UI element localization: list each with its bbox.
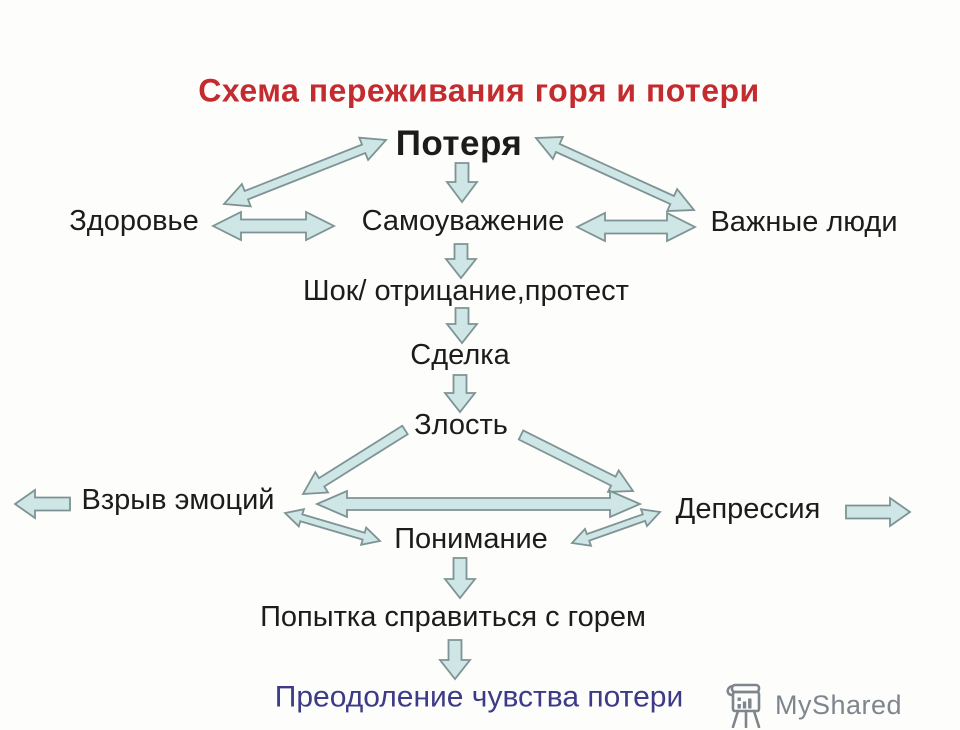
presentation-easel-chart-icon <box>726 683 761 728</box>
node-vzryv-emotsiy: Взрыв эмоций <box>81 484 275 517</box>
node-zlost: Злость <box>414 409 508 442</box>
node-popytka: Попытка справиться с горем <box>260 601 646 634</box>
node-samouvazhenie: Самоуважение <box>361 205 565 238</box>
arrow-vzryv-ponimanie <box>283 508 382 546</box>
arrow-zlost-vzryv <box>301 424 409 495</box>
node-preodolenie: Преодоление чувства потери <box>274 680 684 714</box>
arrow-zdorovye-samo <box>210 210 337 242</box>
arrow-shok-sdelka <box>445 307 479 345</box>
node-vazhnye-lyudi: Важные люди <box>710 206 898 239</box>
arrow-sdelka-zlost <box>443 374 477 414</box>
arrow-poterya-vazhnye <box>534 136 696 212</box>
node-depressiya: Депрессия <box>675 493 821 526</box>
diagram-title: Схема переживания горя и потери <box>198 72 760 109</box>
node-shok: Шок/ отрицание,протест <box>303 275 629 308</box>
arrow-samo-shok <box>444 243 478 280</box>
arrow-samo-vazhnye <box>574 211 698 243</box>
arrow-zlost-depressiya <box>517 429 635 493</box>
node-zdorovye: Здоровье <box>69 205 199 238</box>
arrow-poterya-down <box>445 162 479 204</box>
node-ponimanie: Понимание <box>394 523 548 556</box>
arrow-popytka-down <box>438 639 472 681</box>
arrow-vzryv-out-left <box>13 488 71 520</box>
arrow-depressiya-out-right <box>845 496 912 528</box>
arrow-ponimanie-down <box>443 557 477 600</box>
arrow-ponimanie-depressiya <box>570 508 662 547</box>
myshared-brand-text: MyShared <box>775 689 903 720</box>
node-sdelka: Сделка <box>410 339 510 372</box>
myshared-watermark: MyShared <box>722 682 902 728</box>
arrow-zdorovye-poterya <box>222 136 388 208</box>
node-poterya: Потеря <box>395 123 523 163</box>
arrow-vzryv-depressiya <box>314 489 643 519</box>
